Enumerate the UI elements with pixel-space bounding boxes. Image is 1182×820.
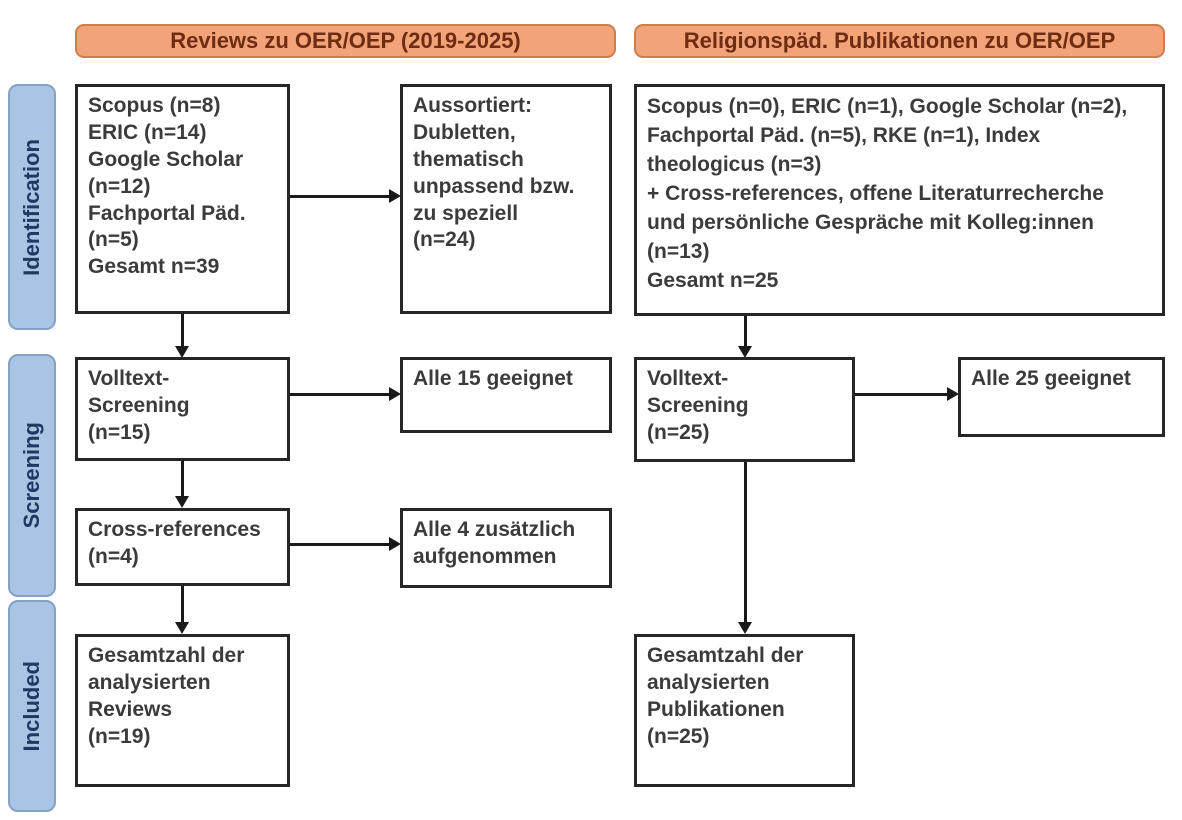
- arrow-right-screening-to-included: [738, 462, 752, 634]
- column-header-reviews: Reviews zu OER/OEP (2019-2025): [75, 24, 616, 58]
- right-included-total-box: Gesamtzahl der analysierten Publikatione…: [634, 634, 855, 787]
- left-fulltext-screening-box: Volltext- Screening (n=15): [75, 357, 290, 461]
- arrow-right-screening-to-result: [855, 387, 959, 401]
- left-crossreferences-box: Cross-references (n=4): [75, 508, 290, 586]
- right-screening-result-box: Alle 25 geeignet: [958, 357, 1165, 437]
- left-screening-result-box: Alle 15 geeignet: [400, 357, 612, 433]
- stage-label-screening: Screening: [8, 354, 56, 597]
- stage-label-included: Included: [8, 600, 56, 812]
- column-header-religionspaed: Religionspäd. Publikationen zu OER/OEP: [634, 24, 1165, 58]
- arrow-left-crossreferences-to-included: [175, 586, 189, 634]
- left-excluded-box: Aussortiert: Dubletten, thematisch unpas…: [400, 84, 612, 314]
- arrow-left-crossreferences-to-result: [290, 537, 401, 551]
- stage-label-screening-text: Screening: [19, 422, 44, 529]
- arrow-right-identification-to-screening: [738, 316, 752, 358]
- stage-label-included-text: Included: [19, 660, 44, 752]
- right-fulltext-screening-box: Volltext- Screening (n=25): [634, 357, 855, 462]
- arrow-left-identification-to-screening: [175, 314, 189, 358]
- left-included-total-box: Gesamtzahl der analysierten Reviews (n=1…: [75, 634, 290, 787]
- left-identification-sources-box: Scopus (n=8) ERIC (n=14) Google Scholar …: [75, 84, 290, 314]
- right-identification-sources-box: Scopus (n=0), ERIC (n=1), Google Scholar…: [634, 84, 1165, 316]
- arrow-left-identification-to-excluded: [290, 189, 401, 203]
- arrow-left-screening-to-result: [290, 387, 401, 401]
- stage-label-identification: Identification: [8, 84, 56, 330]
- arrow-left-screening-to-crossreferences: [175, 461, 189, 508]
- stage-label-identification-text: Identification: [19, 138, 44, 276]
- left-crossreferences-result-box: Alle 4 zusätzlich aufgenommen: [400, 508, 612, 588]
